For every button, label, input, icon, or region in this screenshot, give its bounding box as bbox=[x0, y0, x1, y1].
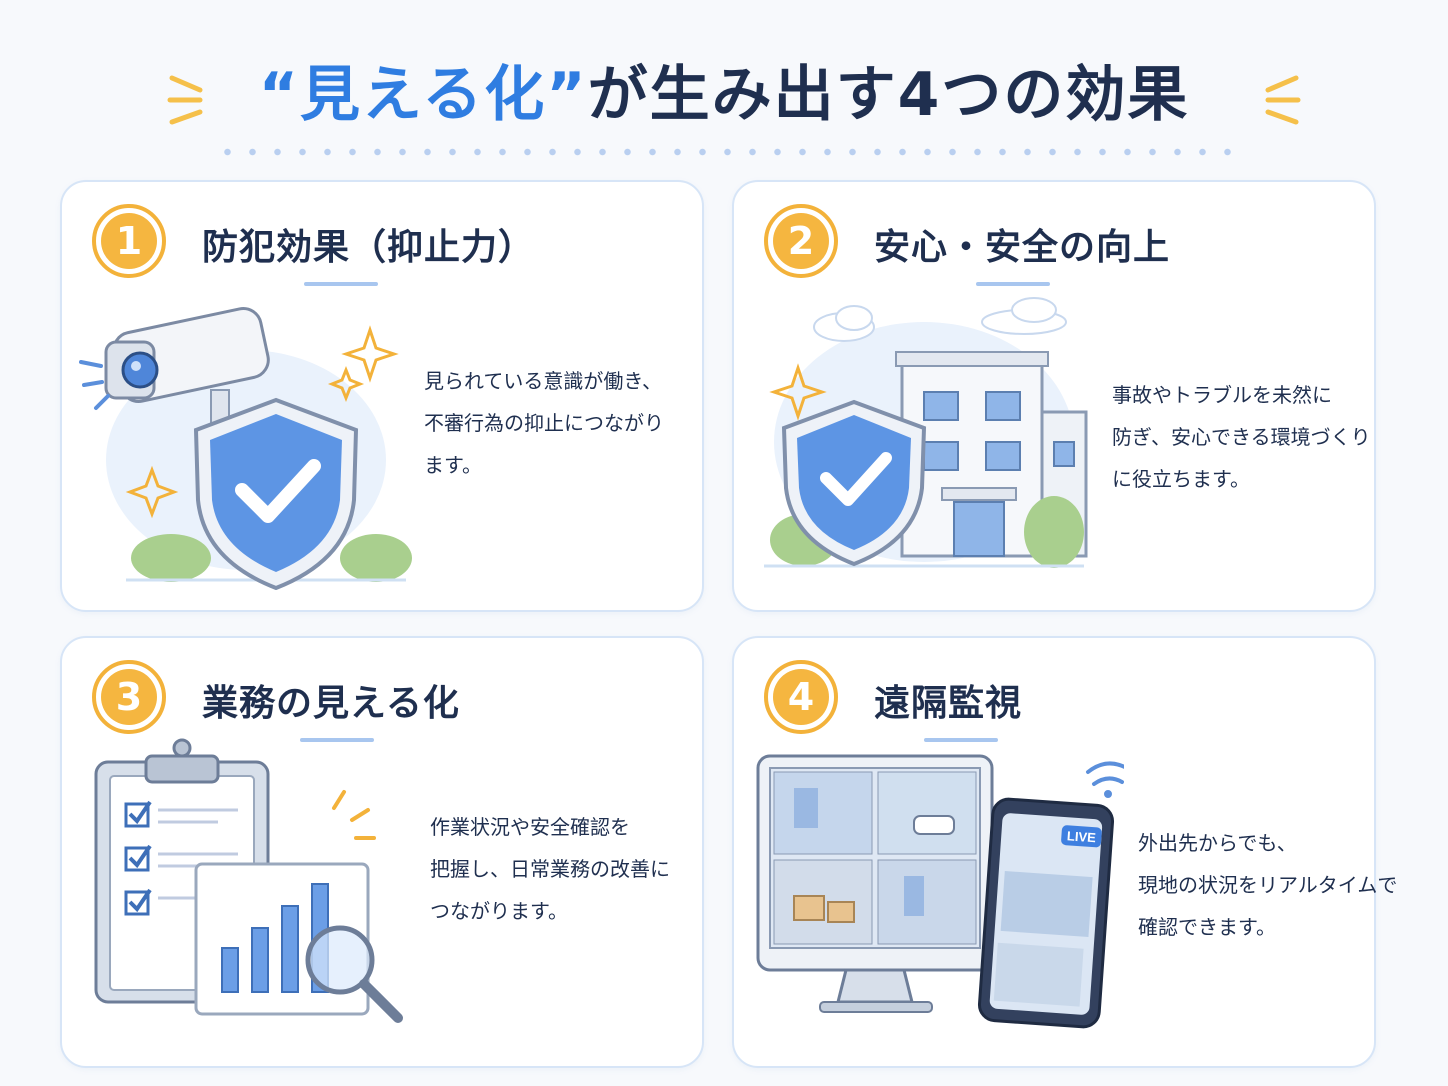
effect-card-safety: 2 安心・安全の向上 事故やトラブルを未然 bbox=[732, 180, 1376, 612]
cloud-icon bbox=[813, 305, 875, 342]
monitor-icon bbox=[756, 754, 994, 1013]
description-line: 把握し、日常業務の改善に bbox=[430, 857, 670, 881]
dotted-divider bbox=[215, 148, 1235, 156]
title-underline bbox=[976, 282, 1050, 286]
card-description: 外出先からでも、 現地の状況をリアルタイムで 確認できます。 bbox=[1138, 822, 1397, 948]
number-badge: 4 bbox=[764, 660, 838, 734]
card-title: 安心・安全の向上 bbox=[874, 227, 1171, 268]
shield-check-icon bbox=[193, 397, 359, 590]
description-line: 見られている意識が働き、 bbox=[424, 369, 662, 393]
number-badge: 3 bbox=[92, 660, 166, 734]
cloud-icon bbox=[981, 297, 1067, 335]
description-line: つながります。 bbox=[430, 899, 568, 923]
number-badge: 1 bbox=[92, 204, 166, 278]
description-line: 作業状況や安全確認を bbox=[430, 815, 630, 839]
page-title-highlight: “見える化” bbox=[258, 60, 588, 130]
monitor-smartphone-illustration: LIVE bbox=[756, 754, 1124, 1029]
description-line: ます。 bbox=[424, 453, 482, 477]
title-underline bbox=[300, 738, 374, 742]
sparkle-lines-icon bbox=[167, 75, 203, 125]
number-badge-label: 1 bbox=[101, 213, 157, 269]
wifi-signal-icon bbox=[1086, 761, 1124, 798]
title-underline bbox=[304, 282, 378, 286]
description-line: 外出先からでも、 bbox=[1138, 831, 1297, 855]
description-line: 事故やトラブルを未然に bbox=[1112, 383, 1332, 407]
effect-card-remote-monitoring: 4 遠隔監視 LIVE bbox=[732, 636, 1397, 1068]
number-badge-label: 4 bbox=[773, 669, 829, 725]
page-title-rest: が生み出す4つの効果 bbox=[587, 60, 1190, 130]
card-description: 作業状況や安全確認を 把握し、日常業務の改善に つながります。 bbox=[430, 806, 670, 932]
page-header: “見える化”が生み出す4つの効果 bbox=[0, 40, 1448, 150]
card-description: 事故やトラブルを未然に 防ぎ、安心できる環境づくり に役立ちます。 bbox=[1112, 374, 1371, 500]
clipboard-chart-illustration bbox=[94, 738, 403, 1023]
description-line: 現地の状況をリアルタイムで bbox=[1138, 873, 1398, 897]
card-title: 業務の見える化 bbox=[202, 683, 460, 724]
card-title: 遠隔監視 bbox=[874, 683, 1023, 724]
smartphone-icon bbox=[977, 797, 1115, 1029]
security-camera-shield-illustration bbox=[79, 307, 412, 590]
description-line: 防ぎ、安心できる環境づくり bbox=[1112, 425, 1371, 449]
effect-card-work-visualization: 3 業務の見える化 bbox=[60, 636, 704, 1068]
sparkle-lines-icon bbox=[1265, 75, 1301, 125]
shield-check-icon bbox=[781, 399, 927, 567]
card-description: 見られている意識が働き、 不審行為の抑止につながり ます。 bbox=[424, 360, 664, 486]
page-title: “見える化”が生み出す4つの効果 bbox=[259, 40, 1190, 150]
number-badge-label: 2 bbox=[773, 213, 829, 269]
magnifier-icon bbox=[305, 925, 403, 1023]
description-line: 確認できます。 bbox=[1138, 915, 1276, 939]
number-badge: 2 bbox=[764, 204, 838, 278]
live-label: LIVE bbox=[1066, 828, 1096, 845]
number-badge-label: 3 bbox=[101, 669, 157, 725]
security-camera-icon bbox=[104, 307, 270, 403]
effect-card-crime-prevention: 1 防犯効果（抑止力） 見られている意識が働き、 不審行為 bbox=[60, 180, 704, 612]
description-line: に役立ちます。 bbox=[1112, 467, 1250, 491]
title-underline bbox=[924, 738, 998, 742]
building-shield-illustration bbox=[764, 297, 1088, 568]
live-badge: LIVE bbox=[1061, 825, 1102, 848]
card-title: 防犯効果（抑止力） bbox=[202, 227, 536, 268]
description-line: 不審行為の抑止につながり bbox=[424, 411, 664, 435]
